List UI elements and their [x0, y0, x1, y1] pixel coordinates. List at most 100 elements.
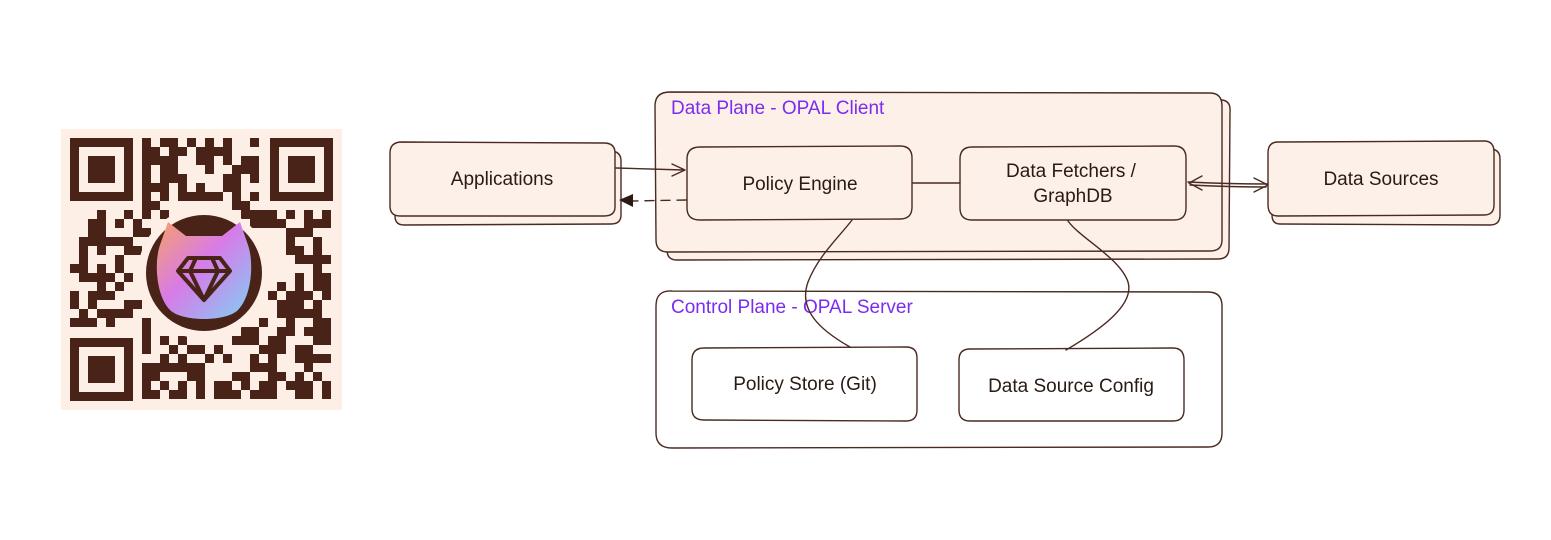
- qr-module: [178, 174, 187, 183]
- qr-module: [286, 210, 295, 219]
- qr-module: [322, 282, 331, 291]
- qr-module: [232, 174, 241, 183]
- qr-module: [178, 147, 187, 156]
- qr-module: [124, 237, 133, 246]
- qr-module: [142, 390, 151, 399]
- qr-module: [79, 246, 88, 255]
- qr-module: [304, 291, 313, 300]
- qr-module: [214, 345, 223, 354]
- qr-module: [313, 273, 322, 282]
- qr-module: [133, 228, 142, 237]
- qr-module: [232, 201, 241, 210]
- qr-module: [88, 228, 97, 237]
- qr-module: [295, 255, 304, 264]
- qr-module: [160, 165, 169, 174]
- qr-module: [295, 273, 304, 282]
- qr-module: [313, 372, 322, 381]
- qr-module: [214, 390, 223, 399]
- qr-module: [295, 282, 304, 291]
- qr-module: [106, 237, 115, 246]
- qr-module: [97, 237, 106, 246]
- qr-module: [79, 255, 88, 264]
- qr-module: [142, 210, 151, 219]
- qr-module: [196, 372, 205, 381]
- qr-module: [160, 138, 169, 147]
- qr-module: [115, 282, 124, 291]
- qr-module: [268, 345, 277, 354]
- qr-module: [70, 300, 79, 309]
- qr-module: [250, 363, 259, 372]
- qr-module: [169, 156, 178, 165]
- data-fetchers-label-line2: GraphDB: [1033, 186, 1112, 207]
- qr-module: [106, 273, 115, 282]
- qr-module: [196, 192, 205, 201]
- qr-module: [70, 264, 79, 273]
- qr-module: [250, 138, 259, 147]
- policy-store-label: Policy Store (Git): [733, 374, 877, 395]
- qr-module: [268, 354, 277, 363]
- qr-module: [241, 165, 250, 174]
- edge-applications-to-policy-engine: [615, 163, 686, 177]
- qr-module: [223, 183, 232, 192]
- qr-module: [97, 273, 106, 282]
- qr-module: [250, 165, 259, 174]
- qr-module: [178, 390, 187, 399]
- qr-module: [286, 291, 295, 300]
- qr-module: [169, 363, 178, 372]
- qr-module: [268, 372, 277, 381]
- qr-module: [259, 219, 268, 228]
- qr-module: [160, 336, 169, 345]
- qr-module: [259, 318, 268, 327]
- qr-module: [268, 210, 277, 219]
- qr-module: [151, 183, 160, 192]
- qr-module: [142, 345, 151, 354]
- qr-module: [322, 273, 331, 282]
- qr-module: [268, 363, 277, 372]
- qr-module: [178, 192, 187, 201]
- qr-module: [88, 291, 97, 300]
- qr-module: [295, 291, 304, 300]
- qr-module: [142, 363, 151, 372]
- applications-node: Applications: [389, 141, 622, 226]
- qr-module: [169, 147, 178, 156]
- qr-module: [88, 318, 97, 327]
- qr-module: [79, 273, 88, 282]
- qr-module: [241, 372, 250, 381]
- qr-module: [295, 381, 304, 390]
- qr-module: [286, 381, 295, 390]
- qr-module: [313, 282, 322, 291]
- qr-module: [250, 219, 259, 228]
- qr-module: [304, 390, 313, 399]
- qr-module: [151, 363, 160, 372]
- data-plane-label: Data Plane - OPAL Client: [671, 98, 885, 119]
- qr-module: [322, 291, 331, 300]
- qr-module: [304, 309, 313, 318]
- qr-module: [295, 246, 304, 255]
- applications-label: Applications: [451, 169, 553, 190]
- qr-module: [322, 255, 331, 264]
- qr-module: [133, 246, 142, 255]
- qr-module: [250, 156, 259, 165]
- qr-module: [268, 381, 277, 390]
- qr-code: [61, 129, 342, 410]
- qr-module: [142, 381, 151, 390]
- qr-module: [277, 300, 286, 309]
- qr-module: [160, 354, 169, 363]
- gem-cat-logo-icon: [138, 207, 270, 339]
- qr-module: [304, 345, 313, 354]
- qr-module: [205, 192, 214, 201]
- qr-module: [205, 354, 214, 363]
- qr-module: [214, 192, 223, 201]
- qr-module: [304, 210, 313, 219]
- qr-module: [142, 327, 151, 336]
- qr-module: [97, 309, 106, 318]
- qr-module: [241, 210, 250, 219]
- qr-module: [304, 219, 313, 228]
- qr-module: [124, 309, 133, 318]
- qr-module: [88, 237, 97, 246]
- qr-module: [313, 264, 322, 273]
- qr-module: [313, 318, 322, 327]
- qr-module: [115, 264, 124, 273]
- qr-module: [250, 192, 259, 201]
- qr-module: [223, 381, 232, 390]
